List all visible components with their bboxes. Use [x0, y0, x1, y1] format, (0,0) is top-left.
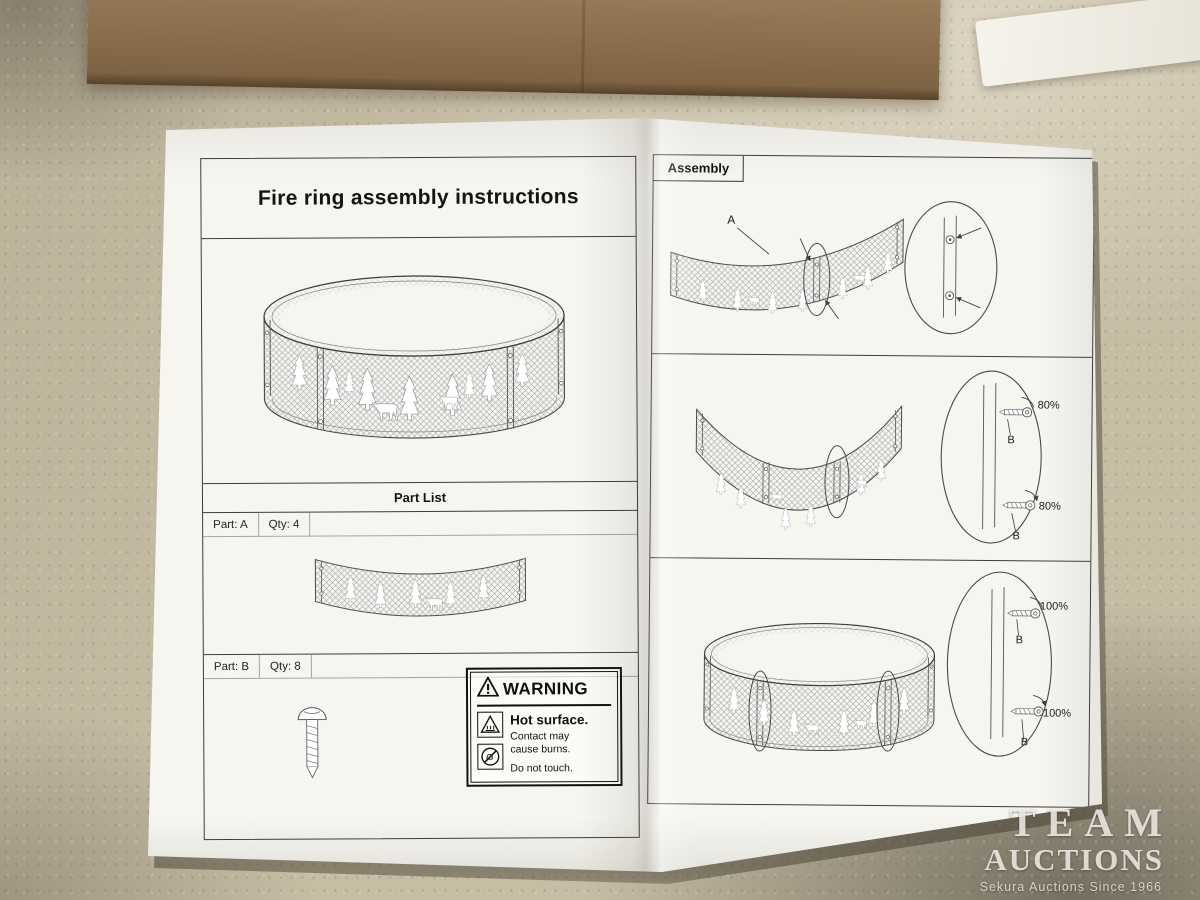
step3-bolt-top-label: B	[1016, 634, 1023, 646]
step2-bolt-top-label: B	[1007, 434, 1014, 446]
assembly-section-header: Assembly	[653, 155, 745, 182]
title-section: Fire ring assembly instructions	[201, 156, 636, 240]
warning-header: WARNING	[476, 675, 612, 707]
step2-bolt-bottom-label: B	[1012, 530, 1019, 542]
step3-bolt-bottom-label: B	[1021, 736, 1028, 748]
step1-part-a-callout: A	[727, 213, 735, 227]
assembly-step-2: 80% 80% B B	[650, 354, 1093, 562]
step3-torque-bottom-label: 100%	[1043, 708, 1071, 720]
part-b-section: Part: B Qty: 8 WARNING	[203, 651, 639, 840]
watermark-line-1: TEAM	[1009, 800, 1173, 846]
screw-part-b-illustration	[297, 707, 327, 779]
hot-surface-icon	[477, 711, 504, 738]
part-a-label-row: Part: A Qty: 4	[203, 510, 638, 538]
warning-text-column: Hot surface. Contact may cause burns. Do…	[510, 711, 588, 776]
part-b-label: Part: B	[203, 654, 261, 679]
warning-title: WARNING	[502, 678, 589, 699]
part-list-title: Part List	[393, 489, 447, 505]
warning-box: WARNING Hot surface.	[465, 666, 623, 788]
warning-box-inner: WARNING Hot surface.	[469, 670, 619, 784]
part-b-qty: Qty: 8	[259, 654, 312, 678]
part-a-section: Part: A Qty: 4	[203, 510, 638, 654]
watermark-subline: Sekura Auctions Since 1966	[979, 880, 1162, 894]
warning-body: Hot surface. Contact may cause burns. Do…	[477, 711, 611, 776]
assembly-step-3-illustration: 100% 100% B B	[703, 571, 1071, 757]
warning-icons-column	[477, 711, 504, 777]
assembly-step-1: A	[652, 155, 1094, 358]
fire-ring-illustration	[263, 275, 566, 439]
part-a-label: Part: A	[203, 512, 259, 537]
step3-torque-top-label: 100%	[1040, 600, 1068, 612]
step2-torque-bottom-label: 80%	[1039, 500, 1061, 512]
warning-line-hot-surface: Hot surface.	[510, 712, 589, 728]
auction-watermark: TEAM AUCTIONS Sekura Auctions Since 1966	[980, 803, 1162, 894]
warning-line-do-not-touch: Do not touch.	[510, 762, 573, 775]
no-touch-icon	[477, 743, 504, 770]
warning-line-contact: Contact may	[510, 729, 570, 743]
step2-torque-top-label: 80%	[1038, 399, 1060, 411]
watermark-line-2: AUCTIONS	[984, 842, 1164, 878]
assembly-step-3: 100% 100% B B	[648, 558, 1090, 807]
warning-line-burns: cause burns.	[510, 743, 571, 756]
page-title: Fire ring assembly instructions	[257, 184, 579, 210]
part-a-qty: Qty: 4	[258, 512, 311, 536]
ring-illustration-section	[202, 237, 637, 483]
cardboard-box	[86, 0, 942, 101]
left-page-frame: Fire ring assembly instructions	[200, 155, 640, 841]
assembly-step-1-illustration: A	[670, 201, 998, 335]
instruction-sheet: Fire ring assembly instructions	[148, 118, 1102, 872]
part-list-header: Part List	[202, 480, 638, 514]
right-page-frame: Assembly A	[647, 154, 1095, 808]
warning-triangle-icon	[476, 675, 500, 702]
panel-part-a-illustration	[314, 557, 527, 617]
assembly-step-2-illustration: 80% 80% B B	[695, 370, 1061, 544]
